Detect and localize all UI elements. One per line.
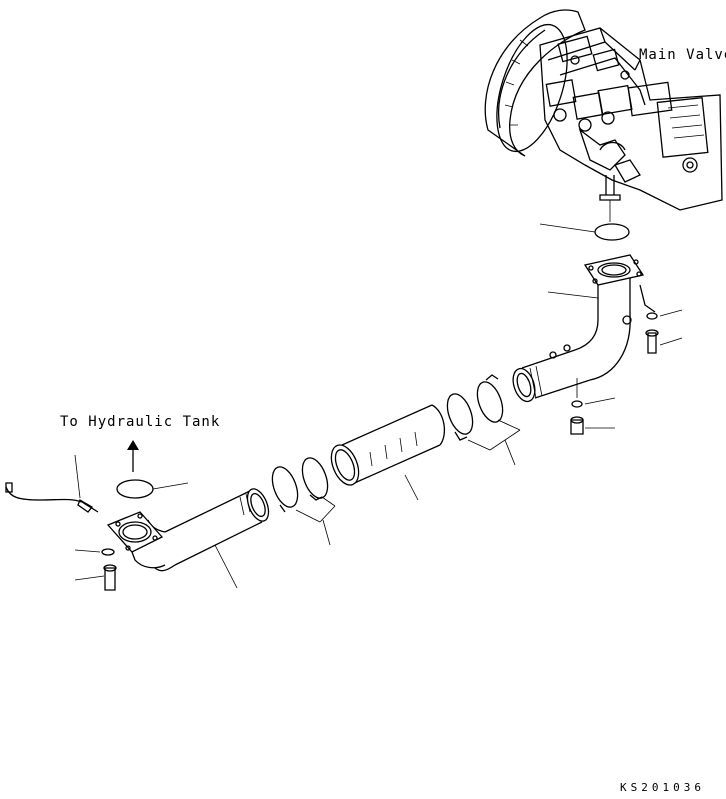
flange-bolt-right [640, 285, 682, 353]
flange-bolt-left [75, 549, 116, 590]
rubber-hose [326, 405, 444, 500]
main-valve-label: Main Valve [639, 47, 726, 63]
hydraulic-tank-label: To Hydraulic Tank [60, 414, 221, 430]
lower-elbow-pipe [108, 486, 273, 588]
upper-elbow-pipe [509, 255, 643, 404]
arrow-up-icon [127, 440, 139, 472]
drawing-code: KS201036 [620, 781, 705, 794]
hose-clamps-right [442, 375, 520, 465]
o-ring-lower [117, 480, 188, 498]
o-ring-upper [540, 224, 629, 240]
sensor-cable [6, 455, 98, 512]
main-valve-assembly [483, 10, 722, 210]
drain-plug [571, 378, 615, 434]
hose-clamps-left [267, 455, 335, 545]
